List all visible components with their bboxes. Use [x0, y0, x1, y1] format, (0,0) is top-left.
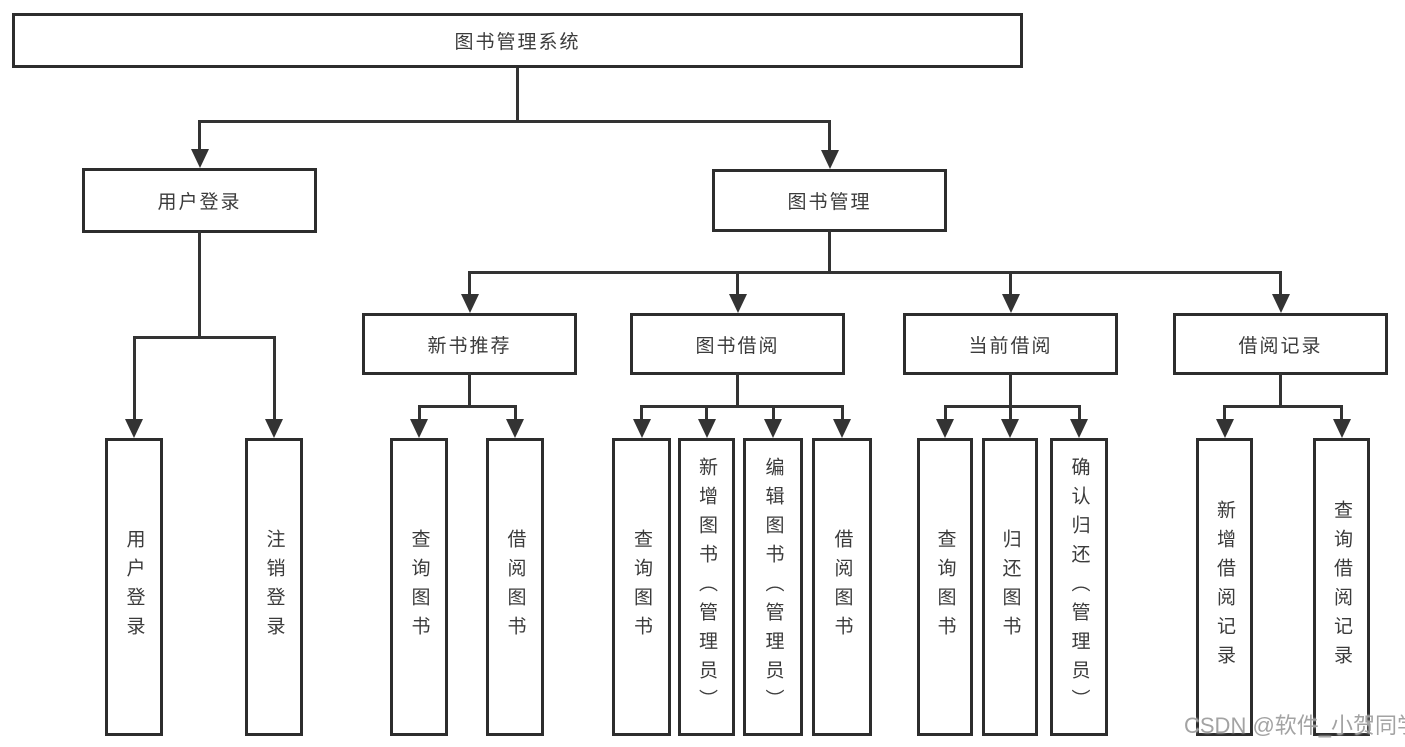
connector-leaf-stem [840, 405, 844, 420]
node-label: 借阅图书 [504, 529, 526, 645]
connector-leaf-stem [1223, 405, 1226, 420]
node-label: 借阅图书 [831, 529, 853, 645]
node-leaf-user-login: 用户登录 [105, 438, 163, 736]
connector-leaf-stem [1340, 405, 1343, 420]
connector-group1-stem [468, 373, 471, 408]
connector-to-book-borrow [736, 271, 739, 295]
csdn-watermark: CSDN @软件_小贺同学 [1184, 713, 1405, 738]
node-label: 用户登录 [157, 192, 242, 213]
arrowhead-down-icon [125, 419, 143, 438]
node-leaf-add-borrow-record: 新增借阅记录 [1196, 438, 1253, 736]
node-label: 新书推荐 [427, 335, 512, 357]
node-user-login: 用户登录 [82, 168, 317, 233]
connector-to-current-borrow [1009, 271, 1012, 295]
arrowhead-down-icon [936, 419, 954, 438]
node-label: 新增图书（管理员） [696, 456, 717, 718]
connector-to-borrow-records [1279, 271, 1282, 295]
connector-leaf-stem [417, 405, 421, 420]
arrowhead-down-icon [764, 419, 782, 438]
arrowhead-down-icon [833, 419, 851, 438]
connector-to-logout-leaf [272, 336, 276, 420]
connector-leaf-stem [513, 405, 517, 420]
connector-book-mgmt-bus [468, 271, 1282, 274]
node-leaf-return-books: 归还图书 [982, 438, 1038, 736]
connector-group4-bus [1223, 405, 1343, 408]
connector-leaf-stem [640, 405, 643, 420]
node-label: 查询借阅记录 [1331, 500, 1352, 674]
connector-group3-bus [943, 405, 1081, 408]
node-leaf-query-books-3: 查询图书 [917, 438, 973, 736]
node-leaf-confirm-return-admin: 确认归还（管理员） [1050, 438, 1108, 736]
arrowhead-down-icon [265, 419, 283, 438]
node-leaf-borrow-books-1: 借阅图书 [486, 438, 544, 736]
node-leaf-add-books-admin: 新增图书（管理员） [678, 438, 735, 736]
node-leaf-query-borrow-record: 查询借阅记录 [1313, 438, 1370, 736]
node-label: 注销登录 [263, 529, 285, 645]
connector-leaf-stem [943, 405, 947, 420]
node-label: 图书借阅 [695, 335, 780, 357]
arrowhead-down-icon [820, 150, 839, 169]
arrowhead-down-icon [1001, 419, 1019, 438]
connector-group4-stem [1279, 373, 1282, 408]
arrowhead-down-icon [632, 419, 651, 438]
node-book-management: 图书管理 [712, 169, 947, 232]
node-current-borrow: 当前借阅 [903, 313, 1118, 375]
node-label: 确认归还（管理员） [1068, 456, 1090, 718]
node-book-borrow: 图书借阅 [630, 313, 845, 375]
connector-book-mgmt-stem [828, 230, 831, 274]
node-leaf-query-books-1: 查询图书 [390, 438, 448, 736]
arrowhead-down-icon [697, 419, 716, 438]
node-label: 图书管理 [787, 192, 872, 213]
node-label: 当前借阅 [968, 335, 1053, 357]
connector-to-login-leaf [132, 336, 136, 420]
connector-group1-bus [417, 405, 517, 408]
connector-leaf-stem [1077, 405, 1081, 420]
arrowhead-down-icon [1271, 294, 1290, 313]
node-label: 归还图书 [999, 529, 1021, 645]
connector-to-new-book-recommend [468, 271, 471, 295]
connector-to-user-login [198, 120, 201, 150]
node-leaf-borrow-books-2: 借阅图书 [812, 438, 872, 736]
connector-root-bus [198, 120, 831, 123]
connector-group3-stem [1009, 373, 1012, 408]
connector-leaf-stem [771, 405, 775, 420]
connector-root-stem [516, 68, 519, 120]
arrowhead-down-icon [1070, 419, 1088, 438]
node-label: 借阅记录 [1238, 335, 1323, 357]
arrowhead-down-icon [190, 149, 209, 168]
node-leaf-logout: 注销登录 [245, 438, 303, 736]
arrowhead-down-icon [1001, 294, 1020, 313]
node-library-management-system: 图书管理系统 [12, 13, 1023, 68]
arrowhead-down-icon [1332, 419, 1351, 438]
connector-user-login-stem [198, 231, 201, 339]
arrowhead-down-icon [1215, 419, 1234, 438]
node-leaf-edit-books-admin: 编辑图书（管理员） [743, 438, 803, 736]
arrowhead-down-icon [460, 294, 479, 313]
arrowhead-down-icon [410, 419, 428, 438]
node-label: 查询图书 [934, 529, 956, 645]
connector-leaf-stem [705, 405, 708, 420]
node-label: 查询图书 [408, 529, 430, 645]
node-label: 编辑图书（管理员） [762, 456, 784, 718]
node-label: 用户登录 [123, 529, 145, 645]
connector-group2-stem [736, 373, 739, 408]
node-borrow-records: 借阅记录 [1173, 313, 1388, 375]
arrowhead-down-icon [506, 419, 524, 438]
node-label: 查询图书 [631, 529, 652, 645]
connector-leaf-stem [1008, 405, 1012, 420]
connector-group2-bus [640, 405, 843, 408]
arrowhead-down-icon [728, 294, 747, 313]
node-label: 新增借阅记录 [1214, 500, 1235, 674]
node-new-book-recommend: 新书推荐 [362, 313, 577, 375]
node-label: 图书管理系统 [454, 32, 581, 53]
connector-to-book-management [828, 120, 831, 151]
node-leaf-query-books-2: 查询图书 [612, 438, 671, 736]
connector-user-login-bus [132, 336, 276, 339]
